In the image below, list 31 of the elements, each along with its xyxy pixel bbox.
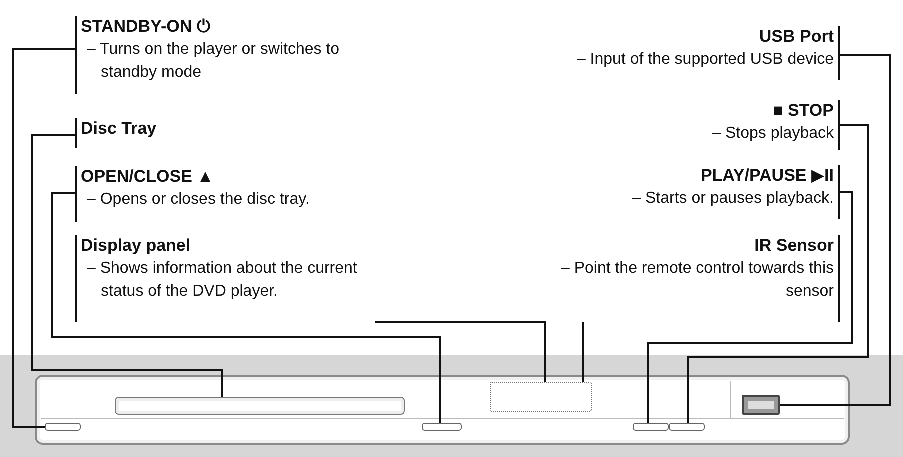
usb-port — [742, 395, 780, 415]
open-close-button — [422, 423, 462, 431]
part-description: – Shows information about the current status of the DVD player. — [86, 259, 358, 302]
part-description: – Stops playback — [711, 124, 834, 144]
part-title: STANDBY-ON ⏻ — [81, 16, 210, 38]
part-description: – Input of the supported USB device — [576, 50, 834, 70]
part-title: OPEN/CLOSE ▲ — [81, 166, 214, 188]
play-pause-button — [633, 423, 669, 431]
stop-button — [669, 423, 705, 431]
leader-line — [647, 191, 853, 423]
leader-line — [780, 54, 891, 406]
part-title: ■ STOP — [773, 100, 834, 122]
part-description: – Opens or closes the disc tray. — [86, 190, 311, 210]
part-description: – Starts or pauses playback. — [631, 189, 834, 209]
leader-line — [582, 321, 584, 382]
leader-line — [12, 48, 75, 428]
part-title: Display panel — [81, 235, 191, 257]
leader-line — [31, 134, 223, 397]
part-title: Disc Tray — [81, 118, 157, 140]
part-title: IR Sensor — [754, 235, 834, 257]
part-description: – Turns on the player or switches to standby mode — [86, 40, 341, 83]
picture — [35, 375, 850, 445]
leader-line — [51, 192, 441, 423]
part-title: PLAY/PAUSE ▶II — [700, 165, 834, 187]
leader-line — [375, 321, 546, 382]
leader-line — [687, 124, 869, 423]
disc-tray-slot — [115, 397, 405, 415]
part-title: USB Port — [759, 26, 834, 48]
part-description: – Point the remote control towards this sensor — [560, 259, 834, 302]
standby-button — [45, 423, 81, 431]
display-window — [490, 382, 592, 412]
